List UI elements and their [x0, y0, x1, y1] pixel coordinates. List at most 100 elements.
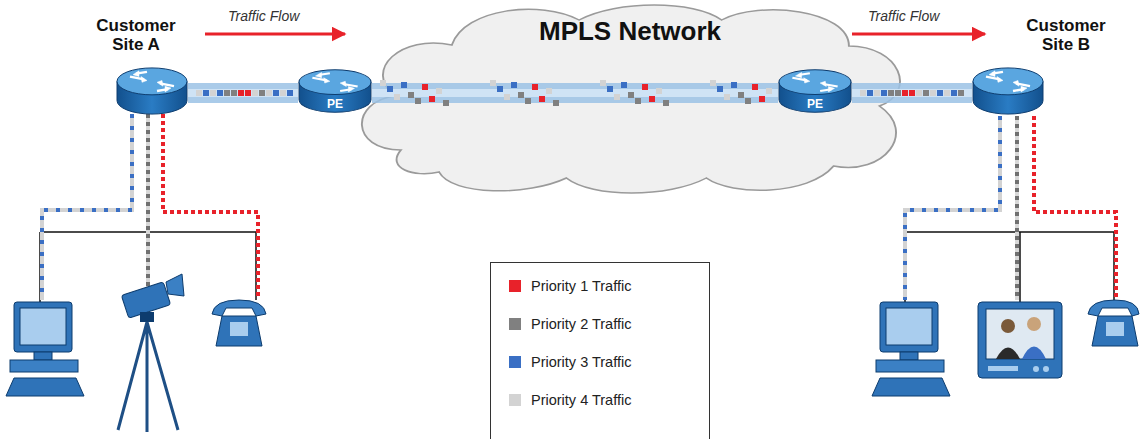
- traffic-packet: [937, 90, 943, 96]
- legend-row: Priority 4 Traffic: [509, 391, 709, 429]
- traffic-packet: [895, 90, 901, 96]
- tube-body: [188, 83, 298, 103]
- computer-icon: [6, 302, 84, 396]
- flow-arrow: [852, 33, 985, 36]
- traffic-packet: [930, 90, 936, 96]
- legend-text: Priority 2 Traffic: [531, 315, 631, 333]
- traffic-packet: [923, 90, 929, 96]
- traffic-packet: [504, 94, 510, 100]
- pe-router: PE: [298, 68, 372, 114]
- traffic-packet: [224, 90, 230, 96]
- traffic-packet: [951, 90, 957, 96]
- traffic-packet: [649, 96, 655, 102]
- network-title: MPLS Network: [350, 16, 910, 46]
- tube-body: [852, 83, 972, 103]
- traffic-packet: [210, 90, 216, 96]
- traffic-packet: [518, 92, 524, 98]
- traffic-packet: [600, 80, 606, 86]
- traffic-packet: [766, 88, 772, 94]
- traffic-packet: [422, 84, 428, 90]
- customer-router: Customer Site B: [972, 66, 1044, 116]
- link-tube: [372, 93, 778, 94]
- traffic-packet: [252, 90, 258, 96]
- traffic-packet: [380, 80, 386, 86]
- traffic-packet: [860, 90, 866, 96]
- site-b-wiring: [905, 116, 1116, 302]
- traffic-packet: [607, 86, 613, 92]
- legend-text: Priority 1 Traffic: [531, 277, 631, 295]
- traffic-packet: [408, 92, 414, 98]
- traffic-packet: [888, 90, 894, 96]
- legend-swatch: [509, 356, 521, 368]
- traffic-packet: [958, 90, 964, 96]
- traffic-packet: [280, 90, 286, 96]
- legend-swatch: [509, 394, 521, 406]
- traffic-packet: [553, 100, 559, 106]
- router-icon: [972, 66, 1044, 116]
- traffic-packet: [259, 90, 265, 96]
- legend-text: Priority 4 Traffic: [531, 391, 631, 409]
- flow-label: Traffic Flow: [868, 8, 939, 24]
- traffic-packet: [902, 90, 908, 96]
- tube-core: [852, 89, 972, 97]
- customer-router: Customer Site A: [116, 66, 188, 116]
- traffic-packet: [511, 82, 517, 88]
- link-tube: [188, 93, 298, 94]
- traffic-packet: [663, 100, 669, 106]
- tube-core: [372, 89, 778, 97]
- traffic-packet: [635, 98, 641, 104]
- site-heading: Customer Site A: [90, 16, 182, 54]
- traffic-packet: [401, 82, 407, 88]
- telephone-icon: [1088, 300, 1139, 346]
- legend-row: Priority 1 Traffic: [509, 277, 709, 315]
- legend-row: Priority 2 Traffic: [509, 315, 709, 353]
- traffic-packet: [745, 98, 751, 104]
- traffic-packet: [867, 90, 873, 96]
- traffic-packet: [752, 84, 758, 90]
- traffic-packet: [273, 90, 279, 96]
- traffic-packet: [614, 94, 620, 100]
- traffic-packet: [415, 98, 421, 104]
- flow-arrow: [205, 33, 345, 36]
- traffic-packet: [238, 90, 244, 96]
- telephone-icon: [212, 300, 266, 346]
- computer-icon: [872, 302, 950, 396]
- site-heading: Customer Site B: [1020, 16, 1112, 54]
- traffic-packet: [196, 90, 202, 96]
- traffic-packet: [881, 90, 887, 96]
- link-tube: [852, 93, 972, 94]
- traffic-packet: [717, 86, 723, 92]
- traffic-packet: [203, 90, 209, 96]
- router-label: PE: [778, 98, 852, 111]
- legend-box: Priority 1 TrafficPriority 2 TrafficPrio…: [490, 262, 710, 439]
- traffic-packet: [429, 96, 435, 102]
- legend-swatch: [509, 318, 521, 330]
- video-camera-icon: [118, 274, 184, 432]
- traffic-packet: [738, 92, 744, 98]
- traffic-packet: [724, 94, 730, 100]
- tube-core: [188, 89, 298, 97]
- router-icon: [116, 66, 188, 116]
- traffic-packet: [546, 88, 552, 94]
- traffic-packet: [436, 88, 442, 94]
- traffic-packet: [909, 90, 915, 96]
- traffic-packet: [497, 86, 503, 92]
- pe-router: PE: [778, 68, 852, 114]
- traffic-packet: [759, 96, 765, 102]
- traffic-packet: [944, 90, 950, 96]
- legend-swatch: [509, 280, 521, 292]
- traffic-packet: [916, 90, 922, 96]
- traffic-packet: [287, 90, 293, 96]
- tube-body: [372, 83, 778, 103]
- traffic-packet: [443, 100, 449, 106]
- traffic-packet: [656, 88, 662, 94]
- legend-text: Priority 3 Traffic: [531, 353, 631, 371]
- traffic-packet: [231, 90, 237, 96]
- traffic-packet: [387, 86, 393, 92]
- legend-row: Priority 3 Traffic: [509, 353, 709, 391]
- traffic-packet: [874, 90, 880, 96]
- traffic-packet: [539, 96, 545, 102]
- traffic-packet: [525, 98, 531, 104]
- traffic-packet: [245, 90, 251, 96]
